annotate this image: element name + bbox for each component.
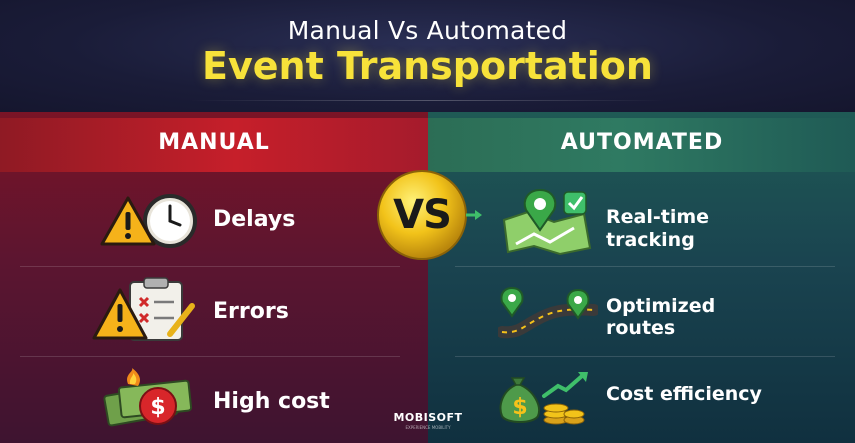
vs-medallion: VS [372,166,482,264]
manual-divider-1 [20,266,400,267]
automated-item-routes-line2: routes [606,317,676,339]
mobisoft-logo: MOBISOFT [393,411,463,424]
manual-item-errors: Errors [213,299,289,324]
automated-divider-1 [455,266,835,267]
automated-header: AUTOMATED [560,130,724,155]
manual-item-high-cost: High cost [213,389,330,414]
map-tracking-icon [502,188,592,256]
route-pins-icon [498,286,598,339]
automated-item-cost-efficiency: Cost efficiency [606,383,762,405]
manual-header-bar [0,118,428,172]
title-line-1: Manual Vs Automated [287,16,568,45]
manual-divider-2 [20,356,400,357]
automated-header-bar [428,118,855,172]
money-growth-icon: $ [499,372,588,425]
svg-text:$: $ [512,395,527,420]
automated-item-routes-line1: Optimized [606,295,716,317]
manual-item-delays: Delays [213,207,296,232]
vs-label: VS [393,192,452,238]
vs-badge-icon [377,170,482,260]
svg-text:$: $ [150,395,165,420]
automated-item-tracking-line1: Real-time [606,206,710,228]
warning-clipboard-icon [92,277,195,341]
automated-item-tracking-line2: tracking [606,229,695,251]
title-area [0,0,855,112]
automated-divider-2 [455,356,835,357]
warning-clock-icon [100,194,197,248]
title-rule [190,100,665,101]
mobisoft-logo-tagline: EXPERIENCE MOBILITY [405,425,451,430]
burning-money-icon: $ [103,368,193,427]
manual-header: MANUAL [158,130,270,155]
title-line-2: Event Transportation [202,44,653,88]
